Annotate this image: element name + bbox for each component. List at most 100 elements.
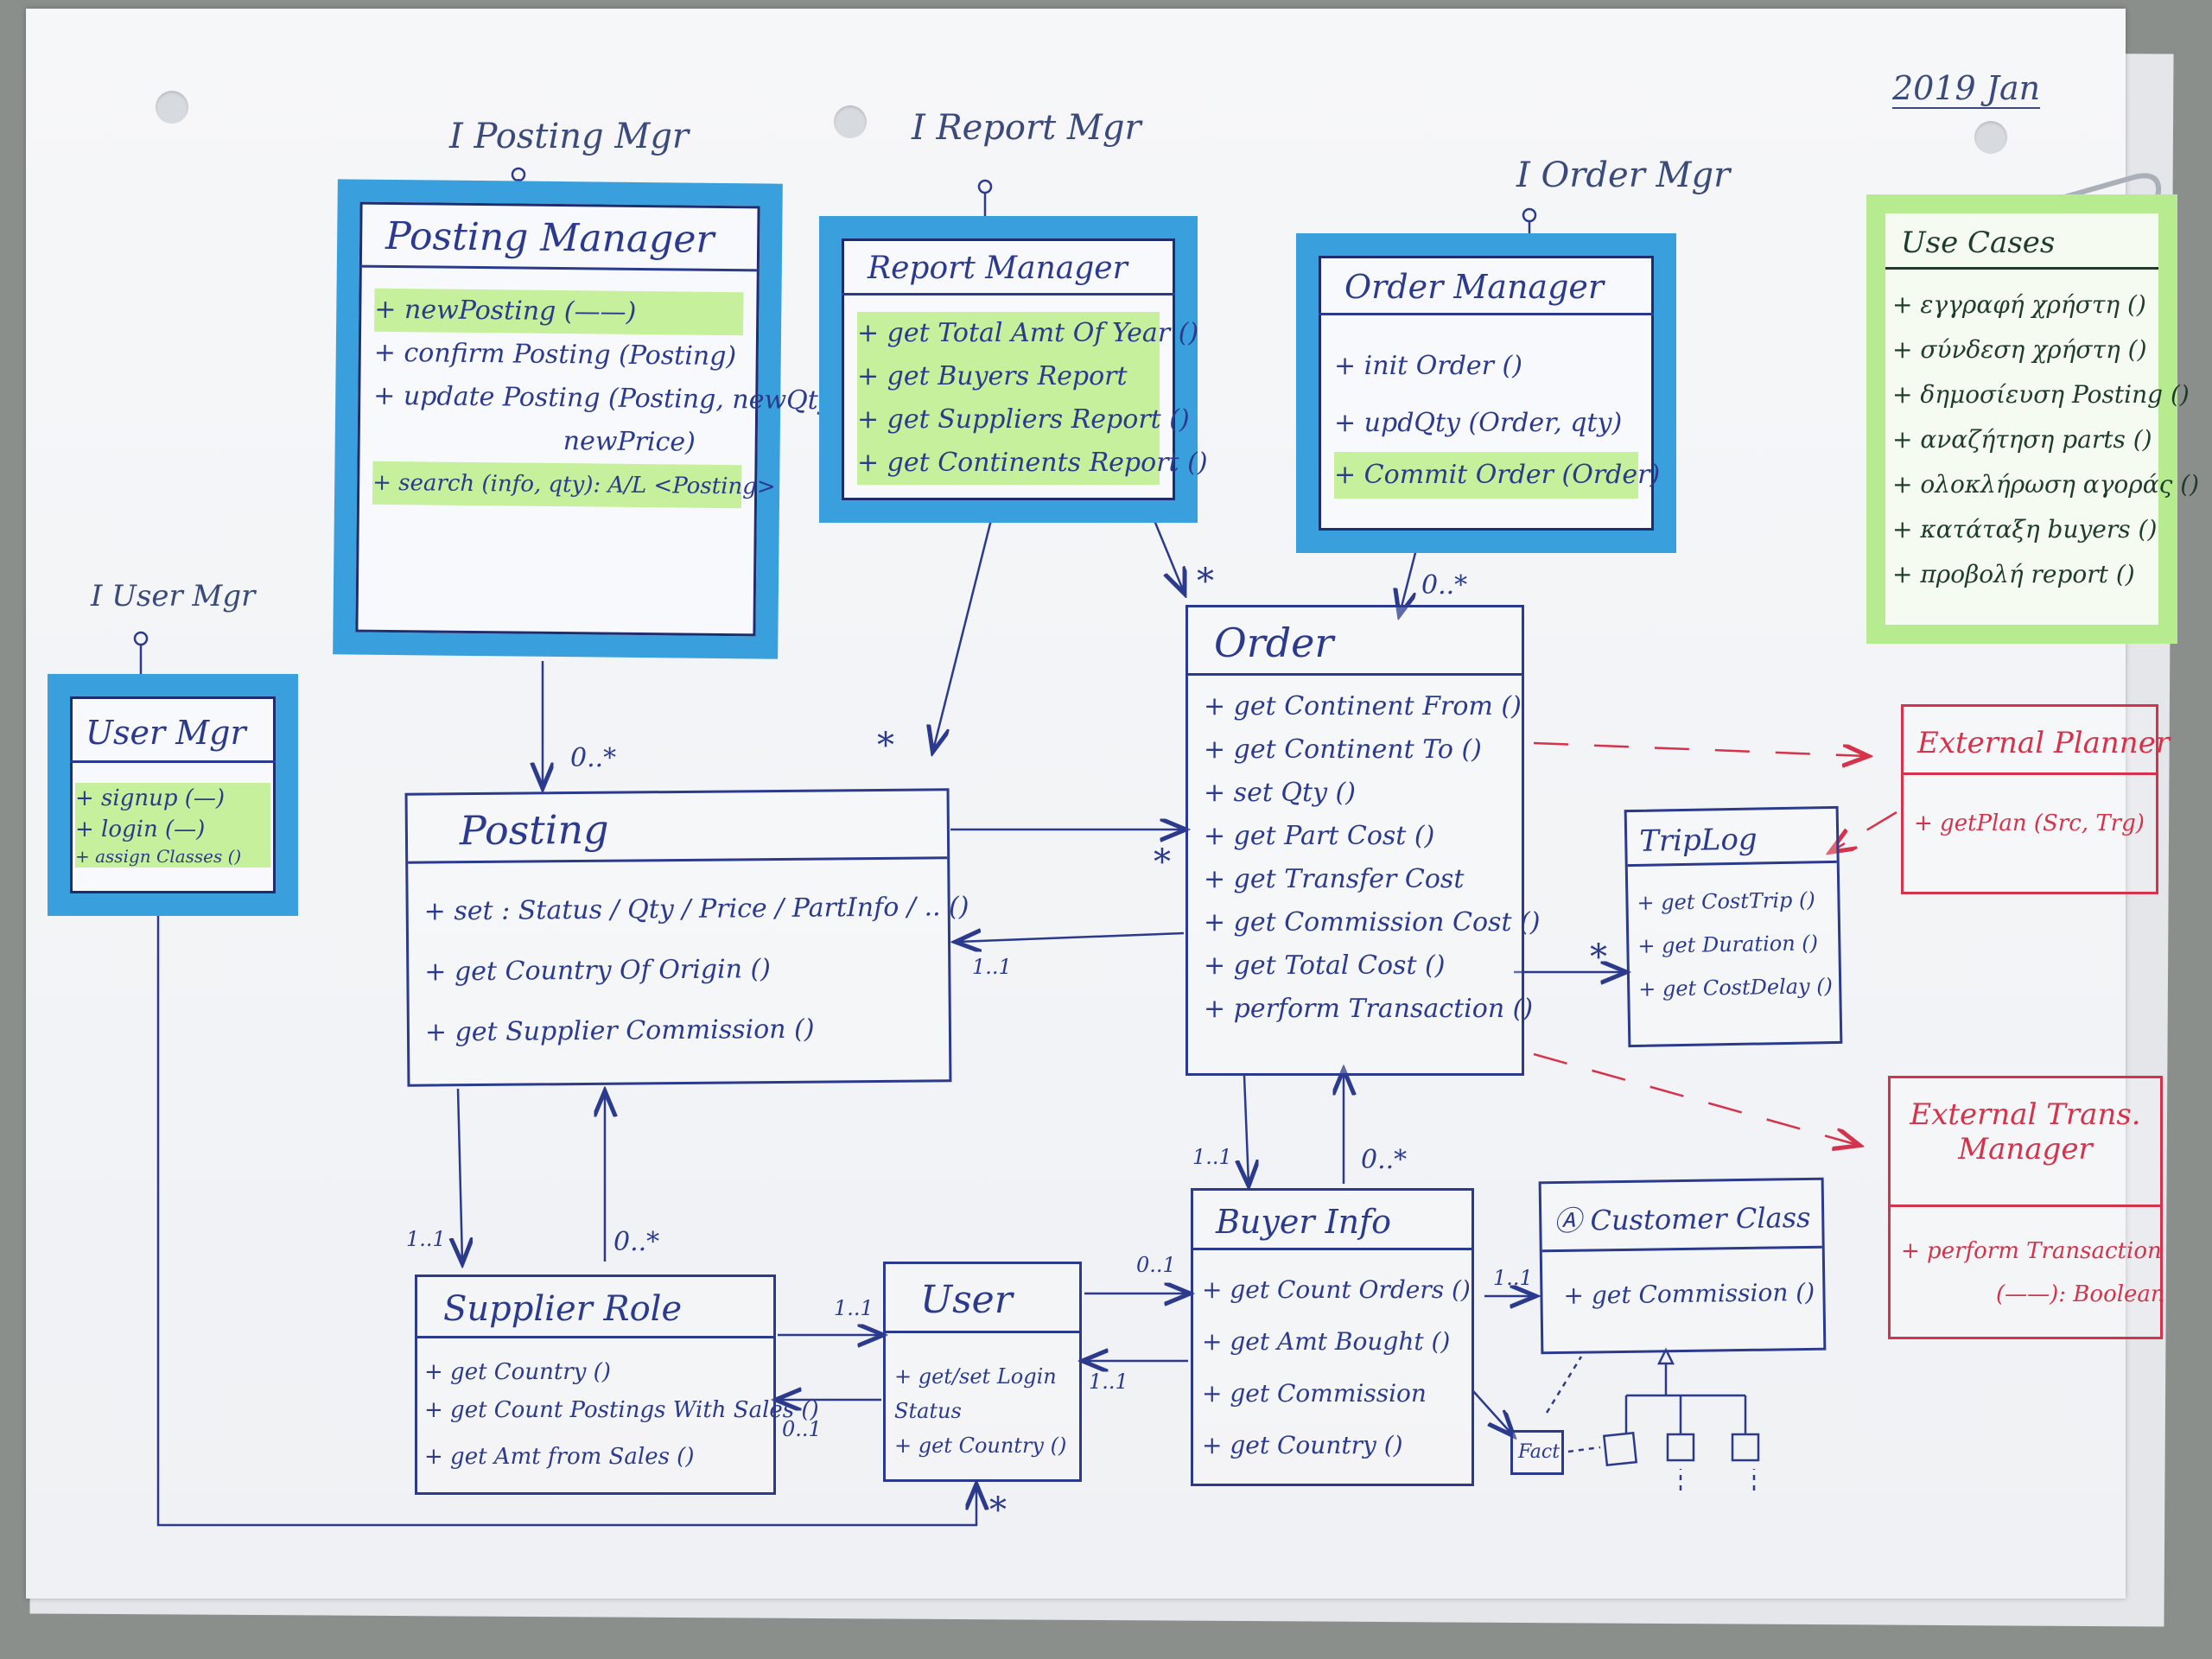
class-name: Report Manager [842, 238, 1175, 296]
mult-user-buyer: 0..1 [1136, 1253, 1176, 1277]
method: + get Country Of Origin () [424, 954, 772, 988]
method: + assign Classes () [75, 845, 270, 868]
method: + get Continent From () [1204, 691, 1522, 721]
class-name: External Trans. Manager [1891, 1078, 2160, 1207]
method-list: + get Country () + get Count Postings Wi… [417, 1355, 819, 1483]
method: + perform Transaction () [1204, 994, 1534, 1024]
method: + δημοσίευση Posting () [1892, 380, 2190, 409]
mult-usermgr-user: * [989, 1491, 1007, 1530]
method-list: + get CostTrip () + get Duration () + ge… [1628, 878, 1840, 1011]
method: + get CostTrip () [1637, 887, 1815, 915]
class-external-trans-manager: External Trans. Manager + perform Transa… [1888, 1076, 2165, 1339]
class-order: Order + get Continent From () + get Cont… [1185, 605, 1540, 1076]
method-list: + εγγραφή χρήστη () + σύνδεση χρήστη () … [1885, 283, 2200, 597]
class-user-mgr: User Mgr + signup (—) + login (—) + assi… [48, 674, 298, 916]
class-name: Ⓐ Customer Class [1541, 1179, 1822, 1253]
method-list: + perform Transaction (——): Boolean [1891, 1230, 2165, 1316]
punch-hole-left [156, 91, 188, 124]
class-name: TripLog [1626, 808, 1837, 868]
method: + get Total Amt Of Year () [857, 312, 1198, 355]
method: newPrice) [563, 426, 696, 458]
class-posting-manager: Posting Manager + newPosting (——) + conf… [333, 179, 838, 659]
method: + getPlan (Src, Trg) [1914, 810, 2145, 836]
method: + get Count Postings With Sales () [424, 1397, 819, 1423]
mult-posting-supplier: 1..1 [406, 1227, 446, 1251]
mult-buyer-order: 0..* [1361, 1145, 1408, 1175]
method: + get Country () [1202, 1431, 1403, 1459]
method: + get Count Orders () [1202, 1275, 1471, 1304]
class-name: User Mgr [70, 696, 276, 763]
class-name: External Planner [1904, 707, 2170, 775]
method-list: + init Order () + updQty (Order, qty) + … [1319, 338, 1660, 499]
method: + αναζήτηση parts () [1892, 425, 2152, 454]
method-list: + get/set Login Status + get Country () [886, 1359, 1079, 1463]
method: + update Posting (Posting, newQty, [373, 380, 838, 416]
punch-hole-right [1974, 121, 2007, 154]
method: + get Continent To () [1204, 734, 1482, 765]
method: + εγγραφή χρήστη () [1892, 290, 2146, 319]
class-posting: Posting + set : Status / Qty / Price / P… [404, 788, 969, 1087]
method: + get Duration () [1637, 931, 1819, 958]
mult-ordermgr-order: 0..* [1421, 570, 1468, 601]
mult-reportmgr-star: * [877, 726, 894, 766]
method: + get Continents Report () [857, 442, 1208, 485]
method-list: + get Commission () [1542, 1262, 1823, 1327]
method-list: + get Total Amt Of Year () + get Buyers … [842, 312, 1208, 485]
method: + get/set Login Status [894, 1364, 1057, 1423]
class-name: Posting [407, 791, 948, 864]
method: + get Amt from Sales () [424, 1444, 695, 1470]
method: + newPosting (——) [374, 288, 744, 336]
mult-ordermgr-star: * [1197, 562, 1214, 601]
method: + get Commission [1202, 1379, 1427, 1408]
method: + get Buyers Report [857, 355, 1160, 398]
method: + get CostDelay () [1638, 974, 1834, 1001]
method: + get Amt Bought () [1202, 1327, 1451, 1356]
method: + updQty (Order, qty) [1334, 408, 1623, 438]
method: + get Part Cost () [1204, 821, 1435, 851]
class-name: Order [1188, 607, 1522, 676]
method: + perform Transaction [1901, 1238, 2162, 1264]
method-list: + get Count Orders () + get Amt Bought (… [1193, 1264, 1471, 1471]
mult-postingmgr-posting: 0..* [570, 743, 617, 773]
class-name: Posting Manager [359, 201, 760, 272]
method-list: + set : Status / Qty / Price / PartInfo … [408, 877, 969, 1063]
method: + get Country () [424, 1359, 611, 1385]
method: + login (—) [75, 814, 270, 845]
class-supplier-role: Supplier Role + get Country () + get Cou… [415, 1274, 819, 1495]
method: + get Country () [894, 1433, 1067, 1458]
iface-order-mgr: I Order Mgr [1516, 156, 1731, 195]
method-list: + signup (—) + login (—) + assign Classe… [70, 783, 276, 868]
method: + get Transfer Cost [1204, 864, 1465, 894]
class-report-manager: Report Manager + get Total Amt Of Year (… [819, 216, 1208, 523]
class-name: Order Manager [1319, 256, 1654, 315]
mult-supplier-user: 1..1 [834, 1296, 874, 1320]
class-user: User + get/set Login Status + get Countr… [883, 1262, 1082, 1482]
method: + προβολή report () [1892, 560, 2135, 588]
method: + get Commission () [1563, 1277, 1815, 1310]
mult-order-posting: 1..1 [972, 955, 1012, 979]
method-list: + getPlan (Src, Trg) [1904, 802, 2156, 845]
class-fact: Fact [1510, 1430, 1564, 1475]
method: + κατάταξη buyers () [1892, 515, 2158, 543]
mult-buyer-customer: 1..1 [1493, 1266, 1533, 1290]
method: + set Qty () [1204, 778, 1356, 808]
method-list: + newPosting (——) + confirm Posting (Pos… [357, 288, 838, 509]
punch-hole-middle [834, 105, 867, 138]
method-list: + get Continent From () + get Continent … [1188, 685, 1540, 1031]
class-use-cases: Use Cases + εγγραφή χρήστη () + σύνδεση … [1866, 194, 2200, 644]
iface-user-mgr: I User Mgr [91, 579, 256, 613]
date-label: 2019 Jan [1892, 69, 2041, 109]
class-name: Buyer Info [1193, 1191, 1471, 1250]
iface-posting-mgr: I Posting Mgr [449, 117, 690, 156]
method: + Commit Order (Order) [1334, 452, 1660, 499]
iface-report-mgr: I Report Mgr [912, 108, 1141, 148]
class-order-manager: Order Manager + init Order () + updQty (… [1296, 233, 1676, 553]
mult-order-triplog: * [1590, 938, 1607, 977]
mult-buyer-user: 1..1 [1089, 1370, 1128, 1394]
method: + ολοκλήρωση αγοράς () [1892, 470, 2200, 499]
method: + init Order () [1334, 351, 1522, 381]
method: + σύνδεση χρήστη () [1892, 335, 2147, 364]
class-triplog: TripLog + get CostTrip () + get Duration… [1624, 805, 1843, 1048]
